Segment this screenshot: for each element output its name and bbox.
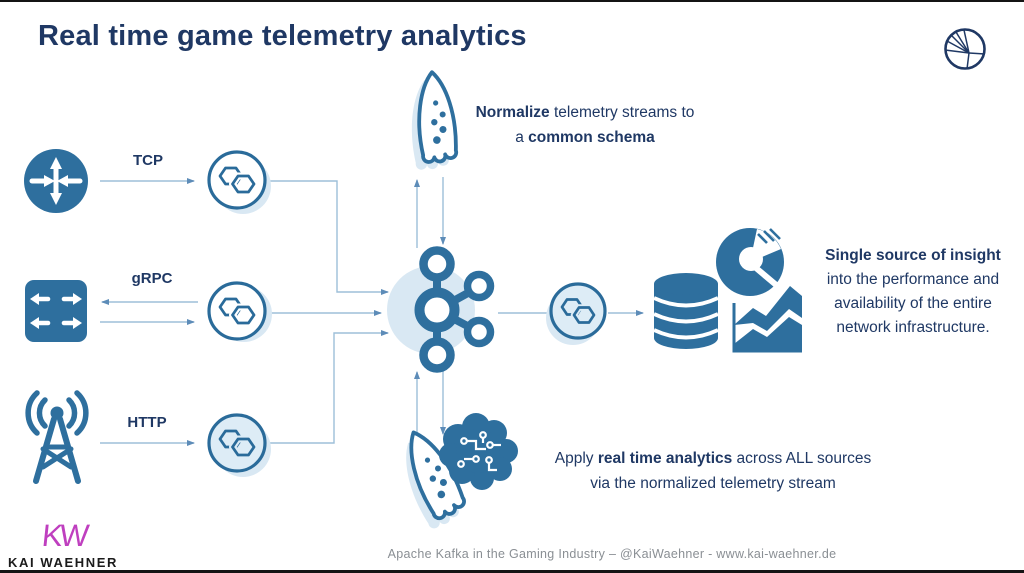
rocket-icon-top xyxy=(411,70,459,170)
source-label-grpc: gRPC xyxy=(131,270,173,287)
rocket-icon-bottom xyxy=(406,430,466,529)
note-analytics: Apply real time analytics across ALL sou… xyxy=(537,446,889,496)
kw-author-name: KAI WAEHNER xyxy=(8,555,119,570)
router-icon xyxy=(24,149,88,213)
antenna-icon xyxy=(25,390,89,484)
note-normalize-bold2: common schema xyxy=(528,129,655,146)
ai-brain-icon xyxy=(439,413,518,490)
note-normalize-text2: a xyxy=(515,129,529,146)
confluent-logo-icon xyxy=(944,28,986,70)
note-analytics-line2: via the normalized telemetry stream xyxy=(590,475,836,492)
flow-lines xyxy=(100,177,644,446)
note-analytics-bold: real time analytics xyxy=(597,450,733,467)
note-insight-line2: into the performance and xyxy=(826,271,1000,288)
kafka-icon xyxy=(387,246,495,373)
page-title: Real time game telemetry analytics xyxy=(38,20,527,52)
note-analytics-text2: across ALL sources xyxy=(732,450,872,467)
note-insight: Single source of insight into the perfor… xyxy=(802,244,1024,340)
connector-icon-http xyxy=(207,413,271,477)
top-border xyxy=(0,0,1024,2)
source-label-tcp: TCP xyxy=(133,152,163,169)
note-insight-bold: Single source of insight xyxy=(825,247,1001,264)
note-normalize: Normalize telemetry streams to a common … xyxy=(434,100,736,150)
switch-icon xyxy=(25,280,87,342)
note-insight-line4: network infrastructure. xyxy=(836,319,990,336)
database-icon xyxy=(653,273,719,349)
note-normalize-bold1: Normalize xyxy=(475,104,550,121)
note-normalize-text1: telemetry streams to xyxy=(549,104,695,121)
connector-icon-sink xyxy=(546,282,607,345)
donut-chart-icon xyxy=(716,228,784,296)
source-label-http: HTTP xyxy=(127,414,167,431)
note-analytics-text1: Apply xyxy=(554,450,598,467)
bottom-border xyxy=(0,570,1024,573)
connector-icon-grpc xyxy=(207,281,272,342)
connector-icon-tcp xyxy=(207,150,271,214)
kw-monogram-logo: KW xyxy=(40,518,88,553)
area-chart-icon xyxy=(732,286,802,353)
note-insight-line3: availability of the entire xyxy=(834,295,992,312)
footer-credit: Apache Kafka in the Gaming Industry – @K… xyxy=(387,547,837,561)
